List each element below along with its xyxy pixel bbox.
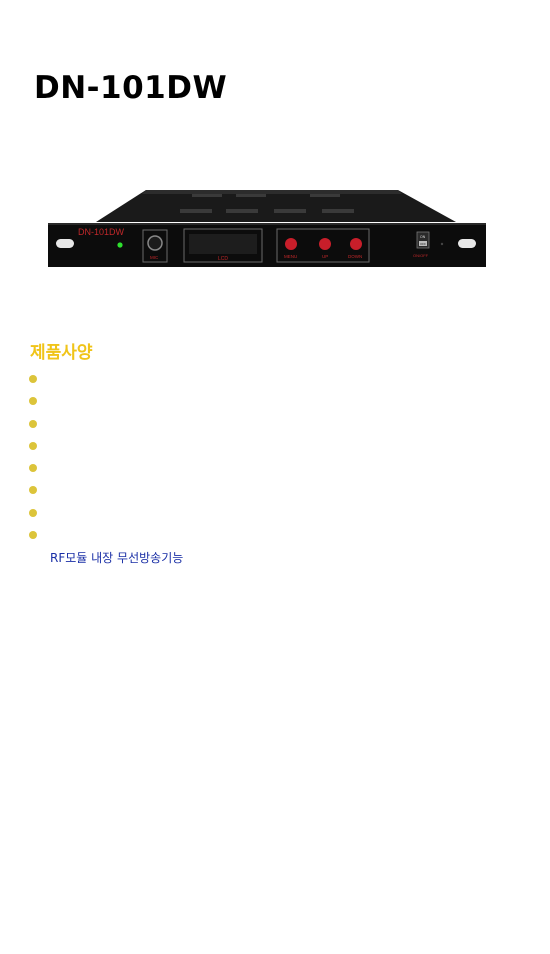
bullet-icon <box>29 531 37 540</box>
lcd-frame <box>183 228 263 263</box>
switch-on-label: ON <box>420 235 426 239</box>
vent-grille <box>180 194 354 213</box>
mic-label: MIC <box>150 255 159 260</box>
up-label: UP <box>322 254 328 259</box>
down-button[interactable] <box>350 238 362 250</box>
product-image: DN-101DW MIC LCD MENU UP DOWN ON OFF ON/… <box>48 190 486 267</box>
ir-sensor <box>440 242 444 246</box>
spec-heading: 제품사양 <box>30 343 93 363</box>
bullet-icon <box>29 486 37 495</box>
mic-jack[interactable] <box>147 235 163 251</box>
chassis-top <box>96 190 456 222</box>
bullet-icon <box>29 508 37 517</box>
panel-model-label: DN-101DW <box>78 227 125 237</box>
bullet-icon <box>29 397 37 406</box>
button-frame <box>276 228 370 263</box>
menu-button[interactable] <box>285 238 297 250</box>
menu-label: MENU <box>284 254 297 259</box>
switch-label: ON/OFF <box>413 253 429 258</box>
spec-note: RF모듈 내장 무선방송기능 <box>50 551 184 565</box>
up-button[interactable] <box>319 238 331 250</box>
lcd-label: LCD <box>218 256 228 262</box>
switch-off-label: OFF <box>420 242 426 246</box>
power-led <box>117 242 123 248</box>
down-label: DOWN <box>348 254 362 259</box>
rack-slot-right <box>458 239 476 248</box>
bullet-icon <box>29 464 37 473</box>
lcd-screen <box>189 234 257 254</box>
rack-slot-left <box>56 239 74 248</box>
bullet-icon <box>29 441 37 450</box>
mic-frame <box>142 229 168 263</box>
bullet-icon <box>29 375 37 383</box>
bullet-icon <box>29 419 37 428</box>
page-title: DN-101DW <box>34 70 228 106</box>
